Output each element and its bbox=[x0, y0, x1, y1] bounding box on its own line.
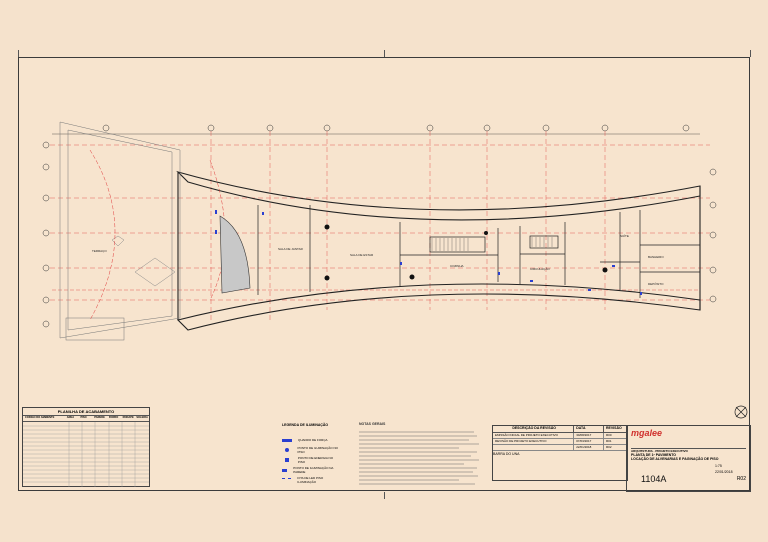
revision-header: DESCRIÇÃO DA REVISÃO DATA REVISÃO bbox=[493, 426, 627, 433]
column-header: REVISÃO bbox=[603, 426, 627, 432]
column-header: DESCRIÇÃO DA REVISÃO bbox=[512, 426, 556, 430]
column-header: FORRO bbox=[108, 416, 119, 419]
room-labels: SALA DE ESTAR SALA DE JANTAR COZINHA SUÍ… bbox=[92, 234, 664, 286]
legend-title: LEGENDA DE ILUMINAÇÃO bbox=[282, 423, 329, 427]
revision-desc: EMISSÃO INICIAL DE PROJETO EXECUTIVO bbox=[495, 433, 559, 437]
grid-axis-markers bbox=[42, 124, 717, 328]
revision-table: DESCRIÇÃO DA REVISÃO DATA REVISÃO EMISSÃ… bbox=[492, 425, 628, 481]
date-value: 22/01/2018 bbox=[715, 470, 733, 474]
fold-mark bbox=[750, 50, 751, 57]
site-label: BARRA DO UNA bbox=[493, 452, 520, 456]
room-label: DEPÓSITO bbox=[648, 281, 664, 286]
legend-item: QUADRO DE FORÇA bbox=[282, 435, 340, 445]
room-label: SALA DE JANTAR bbox=[278, 247, 304, 251]
revision-date: 22/01/2018 bbox=[573, 445, 603, 450]
finish-table: PLANILHA DE ACABAMENTO CÓDIGO DO AMBIENT… bbox=[22, 407, 150, 487]
interior-walls bbox=[257, 205, 700, 298]
power-panel-icon bbox=[282, 438, 292, 442]
project-line: PLANTA DE 1º PAVIMENTO bbox=[631, 453, 677, 457]
legend-item: PONTO DE ILUMINAÇÃO NO PISO bbox=[282, 445, 340, 455]
light-points bbox=[215, 210, 642, 295]
terrace-area bbox=[59, 121, 181, 341]
column-header: PISO bbox=[80, 416, 87, 419]
dimension-lines bbox=[52, 133, 700, 291]
room-label: BANHEIRO bbox=[648, 255, 664, 259]
room-label: COZINHA bbox=[450, 264, 464, 268]
stair-hatch bbox=[431, 237, 553, 251]
wall-light-icon bbox=[282, 468, 288, 472]
fold-mark bbox=[18, 50, 19, 57]
led-strip-icon bbox=[282, 478, 292, 482]
sheet-number: 1104A bbox=[641, 474, 667, 484]
company-logo: mgalee bbox=[631, 428, 663, 438]
general-notes: NOTAS GERAIS bbox=[359, 422, 481, 490]
divider bbox=[631, 448, 746, 449]
fold-mark bbox=[384, 50, 385, 57]
column-header: RODAPÉ bbox=[122, 416, 134, 419]
building-outline bbox=[176, 170, 701, 331]
project-line: ARQUITETURA - PROJETO EXECUTIVO bbox=[631, 449, 688, 453]
room-label: CIRCULAÇÃO bbox=[530, 266, 550, 271]
grid-lines bbox=[50, 131, 710, 320]
revision-row: 22/01/2018 R02 bbox=[493, 445, 627, 451]
column-header: SOLEIRA bbox=[136, 416, 148, 419]
finish-table-title: PLANILHA DE ACABAMENTO bbox=[23, 408, 149, 416]
notes-title: NOTAS GERAIS bbox=[359, 422, 386, 426]
column-header: CÓDIGO DO AMBIENTE bbox=[25, 416, 55, 419]
ramp-section bbox=[219, 215, 251, 294]
revision-desc bbox=[493, 445, 573, 450]
fold-mark bbox=[384, 492, 385, 499]
floor-light-icon bbox=[285, 448, 289, 452]
column-header: PAREDE bbox=[94, 416, 105, 419]
room-label: SALA DE ESTAR bbox=[350, 253, 374, 257]
lighting-legend: LEGENDA DE ILUMINAÇÃO QUADRO DE FORÇA PO… bbox=[282, 423, 340, 485]
legend-label: PONTO DE ENERGIA NO PISO bbox=[297, 456, 334, 464]
scale-value: 1:75 bbox=[715, 464, 722, 468]
floor-outlet-icon bbox=[285, 458, 289, 462]
revision-code: R00 bbox=[603, 433, 627, 438]
columns bbox=[324, 224, 608, 281]
revision-date: 30/08/2017 bbox=[573, 433, 603, 438]
title-block: mgalee ARQUITETURA - PROJETO EXECUTIVO P… bbox=[493, 425, 751, 492]
legend-item: PONTO DE ENERGIA NO PISO bbox=[282, 455, 340, 465]
zone-curves bbox=[89, 149, 226, 321]
column-header: ÁREA bbox=[66, 416, 75, 419]
north-arrow-icon bbox=[734, 405, 748, 419]
legend-item: PONTO DE ILUMINAÇÃO NA PAREDE bbox=[282, 465, 340, 475]
legend-item: FITA DE LED PISO ILUMINAÇÃO bbox=[282, 475, 340, 485]
notes-text-lines bbox=[359, 431, 479, 484]
revision-label: R02 bbox=[736, 476, 746, 482]
room-label: TERRAÇO bbox=[92, 249, 107, 253]
revision-code: R01 bbox=[603, 439, 627, 444]
legend-label: PONTO DE ILUMINAÇÃO NA PAREDE bbox=[293, 466, 334, 474]
legend-label: QUADRO DE FORÇA bbox=[298, 438, 328, 442]
revision-row: REVISÃO DE PROJETO EXECUTIVO 07/03/2017 … bbox=[493, 439, 627, 445]
legend-label: FITA DE LED PISO ILUMINAÇÃO bbox=[297, 476, 324, 484]
legend-label: PONTO DE ILUMINAÇÃO NO PISO bbox=[297, 446, 338, 454]
revision-code: R02 bbox=[603, 445, 627, 450]
room-label: SUÍTE bbox=[620, 234, 629, 238]
revision-desc: REVISÃO DE PROJETO EXECUTIVO bbox=[495, 439, 547, 443]
project-line: LOCAÇÃO DE ALVENARIAS E PAGINAÇÃO DE PIS… bbox=[631, 457, 719, 461]
finish-table-grid bbox=[23, 422, 149, 487]
revision-date: 07/03/2017 bbox=[573, 439, 603, 444]
finish-table-header: CÓDIGO DO AMBIENTE ÁREA PISO PAREDE FORR… bbox=[23, 416, 149, 422]
revision-row: EMISSÃO INICIAL DE PROJETO EXECUTIVO 30/… bbox=[493, 433, 627, 439]
column-header: DATA bbox=[573, 426, 603, 432]
